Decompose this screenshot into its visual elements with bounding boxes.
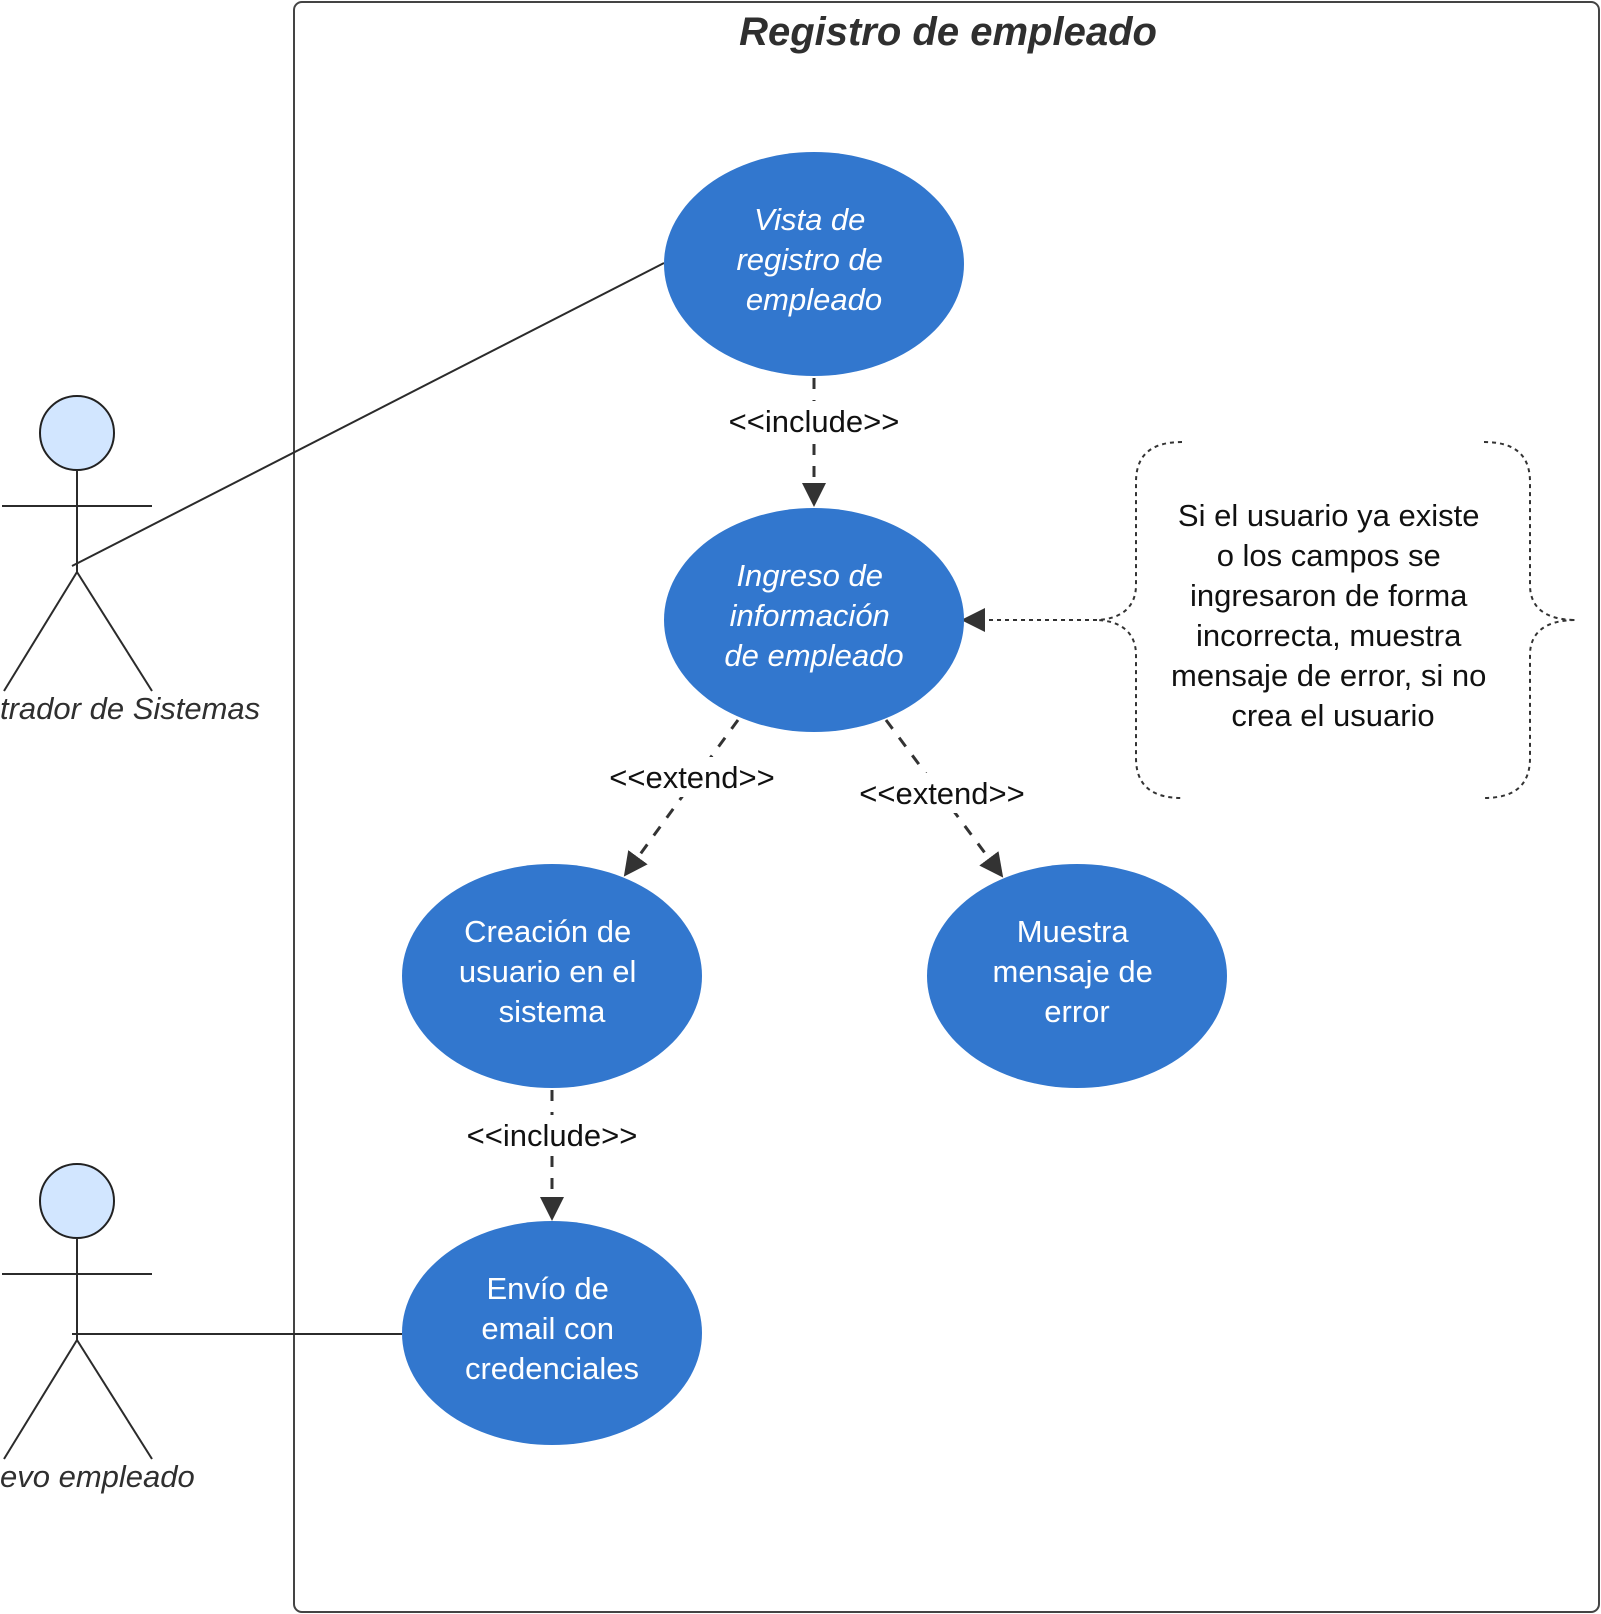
include-label-1: <<include>>: [729, 404, 900, 439]
extend-label-1: <<extend>>: [609, 760, 775, 795]
use-case-ingreso-ellipse: [664, 508, 964, 732]
actor-admin: trador de Sistemas: [0, 395, 260, 726]
use-case-line: empleado: [746, 282, 882, 317]
use-case-vista-registro[interactable]: Vista de registro de empleado: [664, 152, 964, 376]
extend-arrow-ingreso-creacion: [623, 719, 740, 877]
use-case-envio-email[interactable]: Envío de email con credenciales: [402, 1221, 702, 1445]
actor-nuevo-empleado: evo empleado: [0, 1163, 195, 1494]
note-line: Si el usuario ya existe: [1178, 498, 1480, 533]
note-right-brace: [1483, 441, 1577, 799]
label-bg-extend-2: [850, 773, 1035, 813]
use-case-line: mensaje de: [993, 954, 1153, 989]
use-case-line: información: [730, 598, 890, 633]
actor-admin-head: [39, 395, 115, 471]
actor-admin-label: trador de Sistemas: [0, 691, 260, 726]
use-case-creacion-text: Creación de usuario en el sistema: [459, 914, 645, 1029]
use-case-line: registro de: [736, 242, 882, 277]
actor-nuevo-leg-right: [76, 1339, 153, 1460]
use-case-line: sistema: [499, 994, 607, 1029]
use-case-line: Muestra: [1017, 914, 1130, 949]
system-title: Registro de empleado: [739, 10, 1157, 54]
use-case-muestra-text: Muestra mensaje de error: [993, 914, 1162, 1029]
note-line: o los campos se: [1217, 538, 1441, 573]
label-bg-include-2: [457, 1115, 647, 1155]
note-line: mensaje de error, si no: [1171, 658, 1486, 693]
use-case-muestra-ellipse: [927, 864, 1227, 1088]
note-text: Si el usuario ya existe o los campos se …: [1171, 498, 1495, 733]
include-label-2: <<include>>: [467, 1118, 638, 1153]
use-case-ingreso-text: Ingreso de información de empleado: [724, 558, 903, 673]
actor-admin-leg-left: [3, 571, 78, 692]
actor-nuevo-label: evo empleado: [0, 1459, 195, 1494]
use-case-vista-text: Vista de registro de empleado: [736, 202, 891, 317]
actor-nuevo-leg-left: [3, 1339, 78, 1460]
use-case-creacion-ellipse: [402, 864, 702, 1088]
use-case-creacion-usuario[interactable]: Creación de usuario en el sistema: [402, 864, 702, 1088]
note-line: incorrecta, muestra: [1196, 618, 1462, 653]
use-case-line: credenciales: [465, 1351, 639, 1386]
note-line: crea el usuario: [1231, 698, 1434, 733]
use-case-envio-text: Envío de email con credenciales: [465, 1271, 639, 1386]
use-case-muestra-error[interactable]: Muestra mensaje de error: [927, 864, 1227, 1088]
use-case-line: error: [1044, 994, 1109, 1029]
actor-admin-leg-right: [76, 571, 153, 692]
use-case-line: de empleado: [724, 638, 903, 673]
use-case-line: Ingreso de: [736, 558, 883, 593]
use-case-line: Creación de: [464, 914, 631, 949]
extend-label-2: <<extend>>: [859, 776, 1025, 811]
note-left-brace: [1093, 441, 1183, 799]
use-case-line: usuario en el: [459, 954, 637, 989]
use-case-line: email con: [481, 1311, 614, 1346]
use-case-line: Envío de: [487, 1271, 609, 1306]
use-case-vista-ellipse: [664, 152, 964, 376]
label-bg-include-1: [718, 401, 908, 441]
note-line: ingresaron de forma: [1190, 578, 1468, 613]
label-bg-extend-1: [600, 757, 785, 797]
use-case-envio-ellipse: [402, 1221, 702, 1445]
association-admin-vista: [71, 262, 665, 567]
use-case-line: Vista de: [754, 202, 865, 237]
actor-nuevo-head: [39, 1163, 115, 1239]
use-case-ingreso-informacion[interactable]: Ingreso de información de empleado: [664, 508, 964, 732]
